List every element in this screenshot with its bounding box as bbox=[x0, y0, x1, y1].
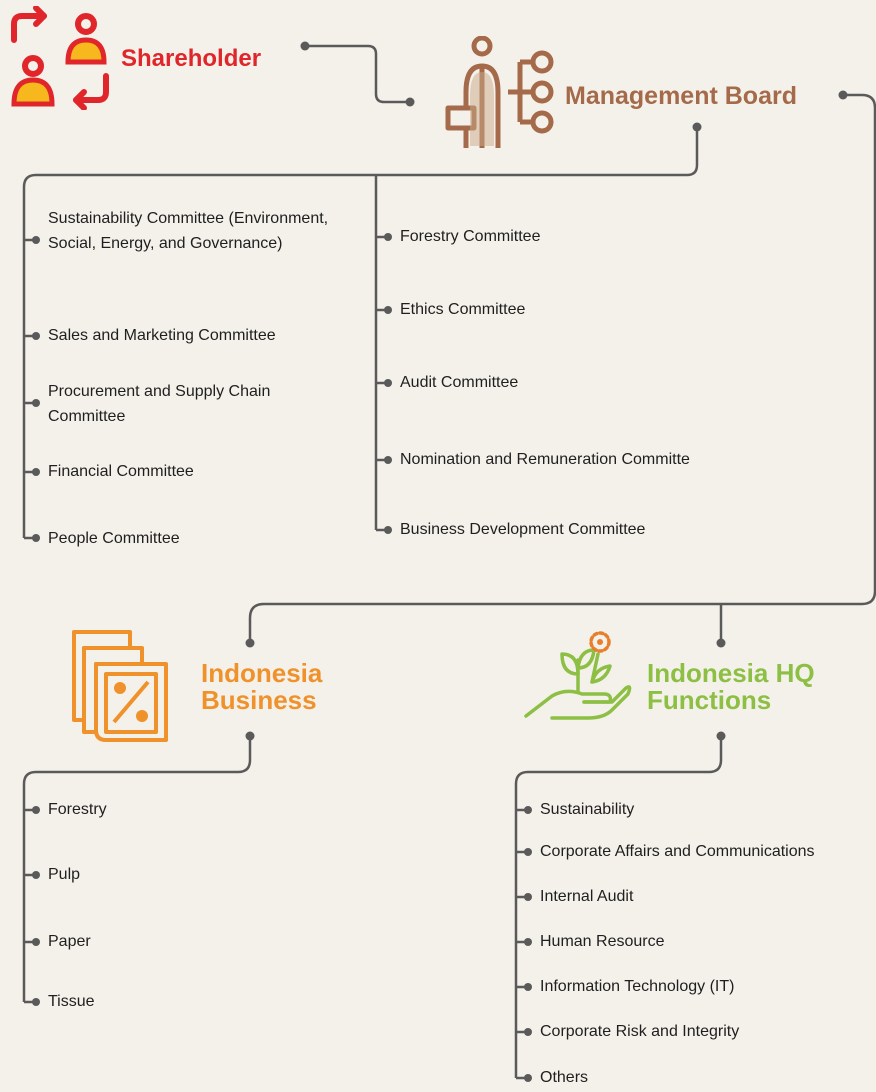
hq-item-corporate-risk: Corporate Risk and Integrity bbox=[540, 1023, 740, 1040]
indonesia-hq-title: Indonesia HQ Functions bbox=[647, 658, 815, 716]
indonesia-hq-title-line1: Indonesia HQ bbox=[647, 658, 815, 688]
business-item-paper: Paper bbox=[48, 933, 91, 950]
business-item-pulp: Pulp bbox=[48, 866, 81, 883]
indonesia-hq-title-line2: Functions bbox=[647, 685, 772, 716]
committee-item-sustainability: Sustainability Committee (Environment, S… bbox=[48, 210, 329, 252]
hq-item-information-technology: Information Technology (IT) bbox=[540, 978, 735, 995]
committee-item-forestry: Forestry Committee bbox=[400, 228, 541, 245]
committee-item-business-development: Business Development Committee bbox=[400, 521, 646, 538]
shareholder-exchange-icon bbox=[11, 6, 109, 110]
shareholder-label: Shareholder bbox=[121, 45, 262, 72]
hq-trunk bbox=[514, 736, 723, 1078]
committee-item-audit: Audit Committee bbox=[400, 374, 519, 391]
management-hierarchy-icon bbox=[445, 36, 554, 148]
indonesia-business-title-line1: Indonesia bbox=[201, 658, 323, 688]
indonesia-business-title: Indonesia Business bbox=[201, 658, 323, 716]
hq-item-others: Others bbox=[540, 1069, 589, 1086]
hq-item-sustainability: Sustainability bbox=[540, 801, 635, 818]
shareholder-connector bbox=[305, 44, 410, 104]
management-label: Management Board bbox=[565, 82, 797, 110]
committee-item-nomination: Nomination and Remuneration Committe bbox=[400, 451, 690, 468]
business-item-forestry: Forestry bbox=[48, 801, 107, 818]
percent-document-icon bbox=[72, 630, 168, 742]
committee-item-ethics: Ethics Committee bbox=[400, 301, 526, 318]
committee-item-people: People Committee bbox=[48, 530, 180, 547]
indonesia-business-title-line2: Business bbox=[201, 685, 317, 716]
business-trunk bbox=[22, 736, 252, 1002]
hq-item-human-resource: Human Resource bbox=[540, 933, 665, 950]
hand-plant-icon bbox=[524, 631, 632, 720]
hq-item-corporate-affairs: Corporate Affairs and Communications bbox=[540, 843, 815, 860]
business-item-tissue: Tissue bbox=[48, 993, 95, 1010]
committee-item-financial: Financial Committee bbox=[48, 463, 194, 480]
committee-item-procurement: Procurement and Supply Chain Committee bbox=[48, 383, 271, 425]
management-side-connector bbox=[248, 93, 876, 640]
committee-item-sales-marketing: Sales and Marketing Committee bbox=[48, 327, 276, 344]
management-down-connector bbox=[22, 127, 699, 538]
hq-item-internal-audit: Internal Audit bbox=[540, 888, 634, 905]
